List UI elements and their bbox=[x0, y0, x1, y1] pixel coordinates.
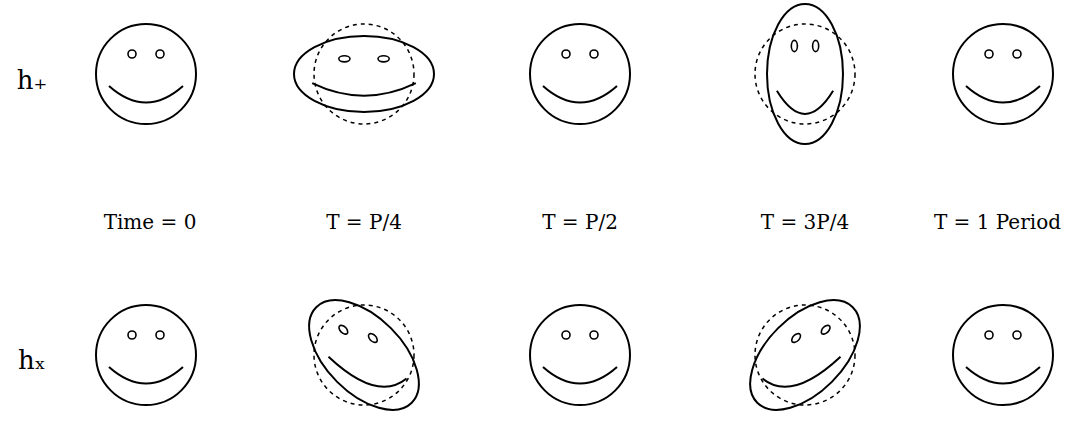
time-label: T = P/2 bbox=[542, 211, 618, 233]
time-label: T = 1 Period bbox=[934, 211, 1061, 233]
time-label: T = P/4 bbox=[326, 211, 402, 233]
time-label: Time = 0 bbox=[104, 211, 197, 233]
polarization-label: h₊ bbox=[17, 66, 47, 95]
polarization-label: hₓ bbox=[18, 346, 46, 375]
time-label: T = 3P/4 bbox=[761, 211, 849, 233]
